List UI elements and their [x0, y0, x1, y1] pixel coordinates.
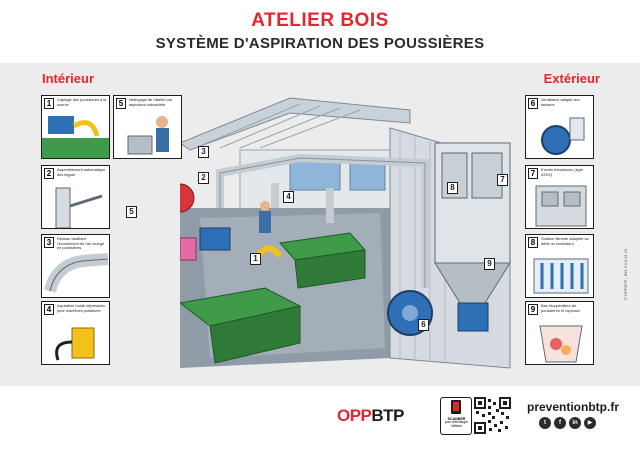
poster-title: ATELIER BOIS: [251, 10, 389, 31]
worker-body: [259, 211, 271, 233]
credit-line: © OPPBTP - Réf. F2 A 01 22: [623, 248, 628, 300]
card-number: 1: [44, 98, 54, 109]
saw-hood-icon: [42, 116, 109, 158]
section-label-interior: Intérieur: [42, 71, 95, 86]
info-card-4: 4 Aspiration haute dépression pour machi…: [41, 301, 110, 365]
window: [289, 159, 341, 191]
callout-3: 3: [198, 146, 209, 158]
card-text: Bac récupérateur de poussières et copeau…: [541, 303, 580, 313]
mobile-extractor: [199, 227, 231, 251]
qr-code[interactable]: [474, 397, 511, 434]
card-number: 7: [528, 168, 538, 179]
card-text: Captage des poussières à la source: [57, 97, 107, 107]
info-card-7: 7 Events d'explosion (type ATEX): [525, 165, 594, 229]
logo-opp: OPP: [337, 406, 372, 425]
workshop-illustration: [180, 97, 511, 369]
worker-head: [260, 201, 270, 211]
callout-1: 1: [250, 253, 261, 265]
card-number: 5: [116, 98, 126, 109]
oppbtp-logo: OPPBTP: [337, 406, 404, 426]
cleaning-machine: [180, 237, 197, 261]
facebook-icon[interactable]: f: [554, 417, 566, 429]
vacuum-icon: [55, 327, 95, 361]
dust-bin: [457, 302, 489, 332]
section-label-exterior: Extérieur: [543, 71, 600, 86]
filter-icon: [533, 258, 589, 294]
linkedin-icon[interactable]: in: [569, 417, 581, 429]
card-number: 2: [44, 168, 54, 179]
card-text: Surface filtrante adaptée au débit du ve…: [541, 236, 589, 246]
callout-6: 6: [418, 319, 429, 331]
bin-icon: [539, 325, 583, 363]
card-number: 8: [528, 237, 538, 248]
card-number: 3: [44, 237, 54, 248]
card-number: 6: [528, 98, 538, 109]
card-text: Events d'explosion (type ATEX): [541, 167, 584, 177]
info-card-8: 8 Surface filtrante adaptée au débit du …: [525, 234, 594, 298]
info-card-2: 2 Assemblement automatique des fagots: [41, 165, 110, 229]
vent-icon: [535, 185, 587, 227]
website-link[interactable]: preventionbtp.fr: [527, 400, 619, 414]
callout-7: 7: [497, 174, 508, 186]
info-card-3: 3 Réseau facilitant l'écoulement de l'ai…: [41, 234, 110, 298]
card-number: 9: [528, 304, 538, 315]
twitter-icon[interactable]: t: [539, 417, 551, 429]
scan-text: pour télécharger l'affiche: [444, 420, 469, 428]
cleaning-icon: [127, 116, 169, 155]
duct-icon: [55, 187, 103, 228]
callout-5: 5: [126, 206, 137, 218]
callout-9: 9: [484, 258, 495, 270]
scan-phone-icon: SCANNER pour télécharger l'affiche: [440, 397, 472, 435]
card-text: Assemblement automatique des fagots: [57, 167, 106, 177]
info-card-6: 6 Ventilateur adapté aux besoins: [525, 95, 594, 159]
card-text: Nettoyage de l'atelier par aspiration in…: [129, 97, 173, 107]
social-links: t f in ▶: [539, 417, 596, 429]
workshop-roof: [180, 97, 411, 151]
card-text: Aspiration haute dépression pour machine…: [57, 303, 106, 313]
scan-title: SCANNER: [447, 417, 466, 421]
elbow-duct-icon: [44, 253, 109, 293]
card-text: Réseau facilitant l'écoulement de l'air …: [57, 236, 105, 251]
info-card-9: 9 Bac récupérateur de poussières et cope…: [525, 301, 594, 365]
fan-icon: [541, 117, 585, 155]
info-card-5: 5 Nettoyage de l'atelier par aspiration …: [113, 95, 182, 159]
card-text: Ventilateur adapté aux besoins: [541, 97, 580, 107]
info-card-1: 1 Captage des poussières à la source: [41, 95, 110, 159]
callout-2: 2: [198, 172, 209, 184]
card-number: 4: [44, 304, 54, 315]
phone-screen-icon: [451, 400, 461, 414]
poster-subtitle: SYSTÈME D'ASPIRATION DES POUSSIÈRES: [155, 35, 485, 52]
youtube-icon[interactable]: ▶: [584, 417, 596, 429]
callout-8: 8: [447, 182, 458, 194]
callout-4: 4: [283, 191, 294, 203]
red-extractor: [180, 183, 195, 213]
logo-btp: BTP: [371, 406, 404, 425]
